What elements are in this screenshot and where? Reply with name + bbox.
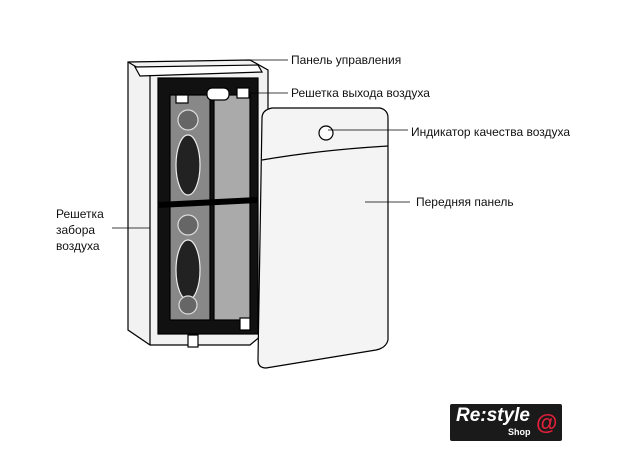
label-air-quality-indicator: Индикатор качества воздуха xyxy=(411,125,571,139)
logo-sub-text: Shop xyxy=(508,427,531,437)
label-air-outlet-grille: Решетка выхода воздуха xyxy=(291,86,430,100)
leader-lines xyxy=(112,59,410,229)
logo-at-icon: @ xyxy=(536,410,558,435)
label-front-panel: Передняя панель xyxy=(416,195,514,209)
restyle-shop-logo: Re:style Shop @ xyxy=(450,404,562,441)
label-air-intake-grille-2: забора xyxy=(56,223,96,237)
label-air-intake-grille-3: воздуха xyxy=(56,239,100,253)
front-panel-drawing xyxy=(257,107,389,369)
label-control-panel: Панель управления xyxy=(291,53,402,67)
label-air-intake-grille-1: Решетка xyxy=(56,207,104,221)
logo-main-text: Re:style xyxy=(456,405,530,426)
